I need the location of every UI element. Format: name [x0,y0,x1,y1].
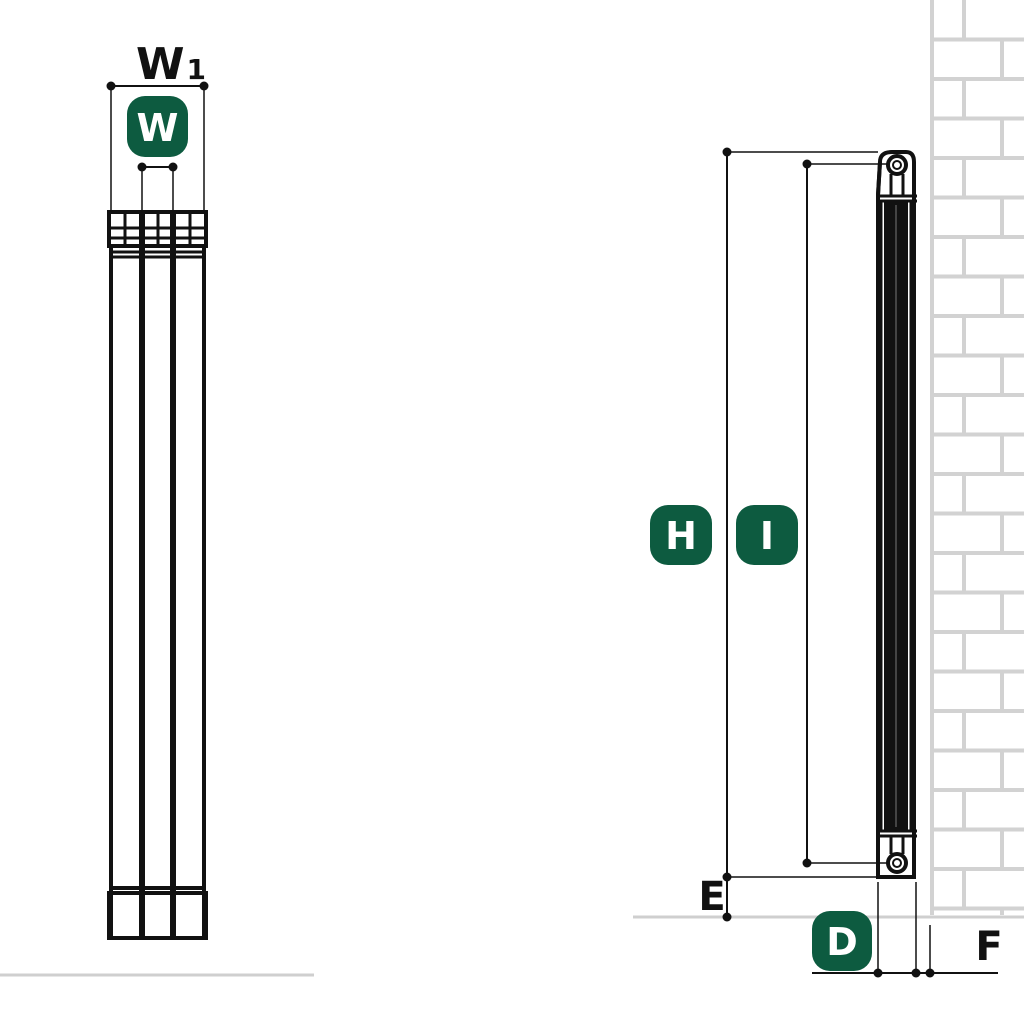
brick-wall [930,0,1024,915]
radiator-front-view [107,210,208,940]
depth-badge: D [812,911,872,971]
section-width-dimension [137,162,178,212]
svg-text:I: I [760,514,774,558]
section-width-badge: W [127,96,188,157]
floor-clearance-label: E [698,874,725,920]
height-dimension [722,147,878,882]
height-badge: H [650,505,712,565]
svg-text:H: H [665,514,697,558]
svg-text:W: W [137,106,179,150]
radiator-side-view [876,150,917,879]
wall-gap-label: F [975,924,1002,970]
centers-badge: I [736,505,798,565]
depth-dimension [812,882,998,978]
floor-clearance-dimension [722,877,732,922]
overall-width-label: W1 [136,39,206,90]
svg-text:D: D [826,920,858,964]
centers-dimension [802,159,888,868]
overall-width-dimension [106,81,209,212]
